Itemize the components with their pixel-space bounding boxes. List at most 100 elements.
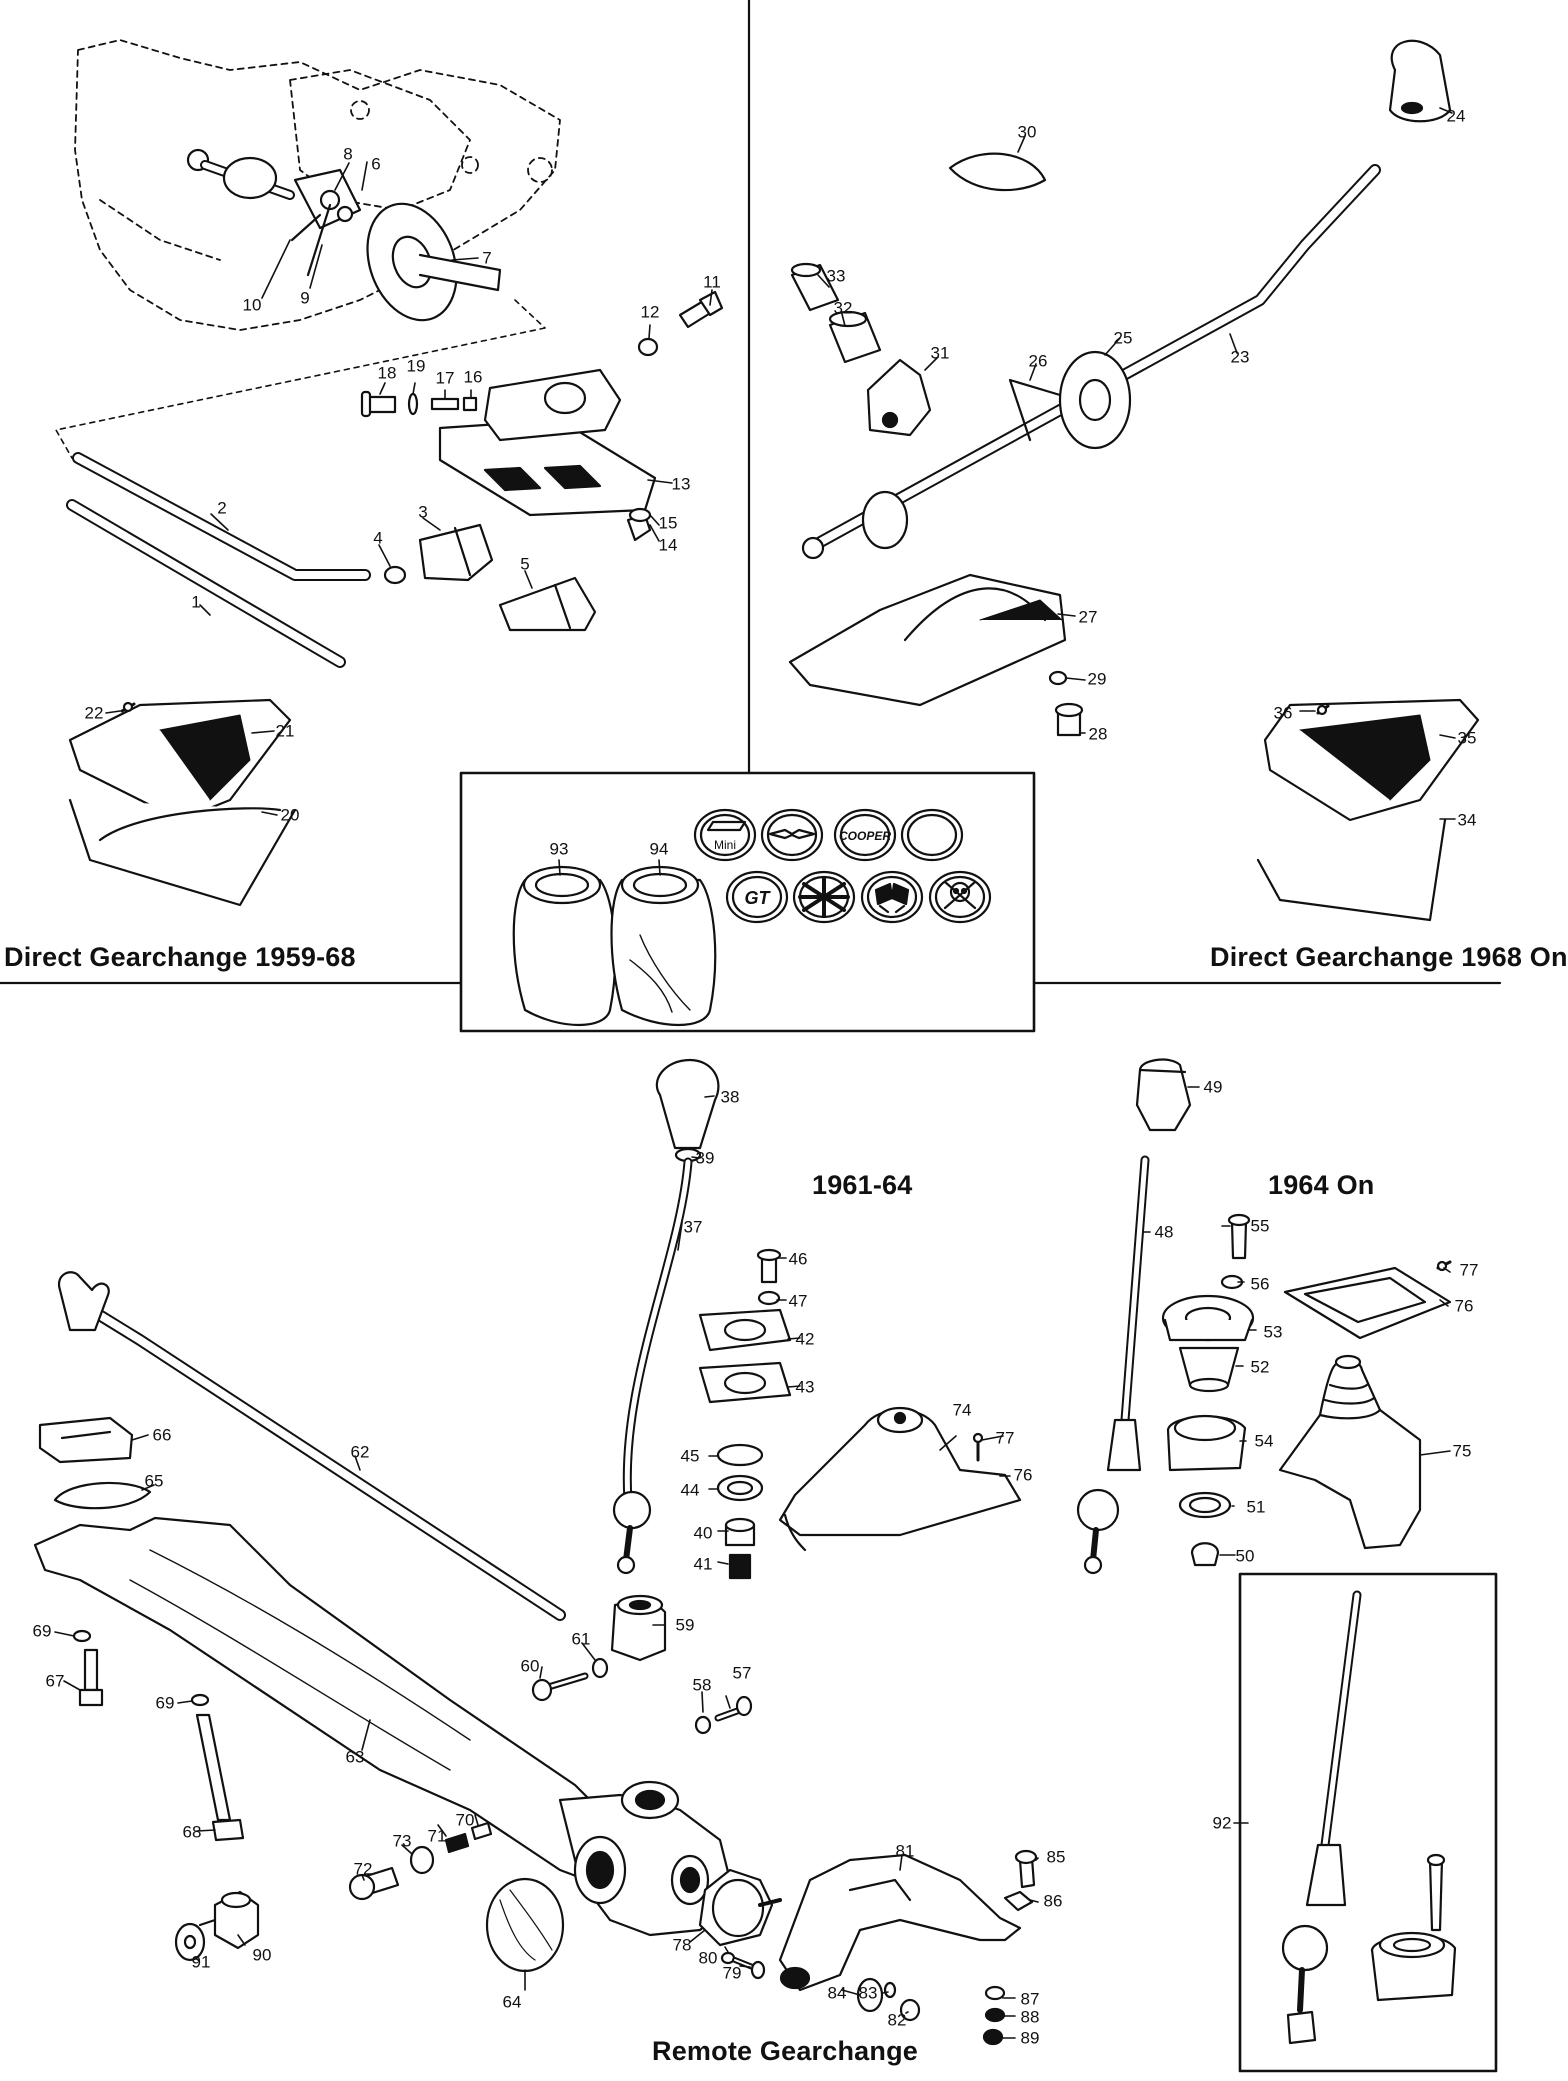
pad-65 bbox=[53, 1481, 152, 1510]
title-direct-1959-68: Direct Gearchange 1959-68 bbox=[4, 942, 356, 972]
knob-93 bbox=[512, 865, 617, 1026]
bolt-68 bbox=[195, 1713, 245, 1842]
callout-55: 55 bbox=[1250, 1216, 1270, 1236]
washer-91 bbox=[174, 1922, 206, 1962]
callout-70: 70 bbox=[455, 1810, 475, 1830]
spring-71 bbox=[444, 1832, 470, 1854]
callout-63: 63 bbox=[345, 1747, 365, 1767]
callout-39: 39 bbox=[695, 1148, 715, 1168]
callout-26: 26 bbox=[1028, 351, 1048, 371]
bolt-28 bbox=[1054, 702, 1084, 737]
callout-59: 59 bbox=[675, 1615, 695, 1635]
bush-32 bbox=[828, 310, 882, 364]
washer-61 bbox=[591, 1657, 609, 1679]
callout-43: 43 bbox=[795, 1377, 815, 1397]
callout-46: 46 bbox=[788, 1249, 808, 1269]
callout-4: 4 bbox=[373, 528, 383, 548]
callout-9: 9 bbox=[300, 288, 310, 308]
callout-31: 31 bbox=[930, 343, 950, 363]
inset-frame-92 bbox=[1238, 1572, 1498, 2073]
bolt-79 bbox=[732, 1957, 766, 1980]
badge-gt bbox=[725, 870, 789, 924]
callout-58: 58 bbox=[692, 1675, 712, 1695]
callout-78: 78 bbox=[672, 1935, 692, 1955]
callout-50: 50 bbox=[1235, 1546, 1255, 1566]
bush-92-block bbox=[1370, 1931, 1457, 2002]
washer-87 bbox=[984, 1985, 1006, 2001]
ring-45 bbox=[716, 1443, 764, 1467]
callout-8: 8 bbox=[343, 144, 353, 164]
washer-83 bbox=[883, 1981, 897, 1999]
parts-diagram: Mini COOPER GT bbox=[0, 0, 1502, 2073]
nut-4 bbox=[383, 565, 407, 585]
knob-5 bbox=[498, 576, 597, 632]
callout-61: 61 bbox=[571, 1629, 591, 1649]
nut-82 bbox=[899, 1998, 921, 2022]
knob-38 bbox=[655, 1058, 720, 1150]
callout-84: 84 bbox=[827, 1983, 847, 2003]
callout-51: 51 bbox=[1246, 1497, 1266, 1517]
gear-lever-assembly bbox=[186, 148, 502, 322]
callout-66: 66 bbox=[152, 1425, 172, 1445]
bolt-72 bbox=[348, 1866, 400, 1901]
knob-94 bbox=[610, 865, 717, 1026]
callout-20: 20 bbox=[280, 805, 300, 825]
plate-42 bbox=[698, 1308, 792, 1352]
callout-45: 45 bbox=[680, 1446, 700, 1466]
callout-76a: 76 bbox=[1013, 1465, 1033, 1485]
callout-56: 56 bbox=[1250, 1274, 1270, 1294]
callout-60: 60 bbox=[520, 1656, 540, 1676]
callout-3: 3 bbox=[418, 502, 428, 522]
cap-50 bbox=[1190, 1542, 1220, 1567]
callout-69b: 69 bbox=[155, 1693, 175, 1713]
boot-27 bbox=[788, 573, 1067, 707]
callout-77b: 77 bbox=[1459, 1260, 1479, 1280]
bolt-60 bbox=[531, 1672, 589, 1702]
pin-set-16-19 bbox=[360, 390, 478, 418]
title-remote-1961-64: 1961-64 bbox=[812, 1170, 913, 1200]
title-remote-gearchange: Remote Gearchange bbox=[652, 2036, 918, 2066]
badge-mini-car bbox=[693, 808, 757, 862]
gaiter-75 bbox=[1278, 1354, 1422, 1550]
callout-79: 79 bbox=[722, 1963, 742, 1983]
callout-65: 65 bbox=[144, 1471, 164, 1491]
callout-19: 19 bbox=[406, 356, 426, 376]
callout-12: 12 bbox=[640, 302, 660, 322]
base-plate-13 bbox=[438, 368, 657, 517]
callout-22: 22 bbox=[84, 703, 104, 723]
callout-34: 34 bbox=[1457, 810, 1477, 830]
gasket-43 bbox=[698, 1361, 792, 1404]
half-knob-30 bbox=[948, 152, 1047, 192]
washer-80 bbox=[720, 1951, 736, 1965]
callout-44: 44 bbox=[680, 1480, 700, 1500]
callout-48: 48 bbox=[1154, 1222, 1174, 1242]
clip-51 bbox=[1178, 1491, 1232, 1519]
lever-37 bbox=[612, 1157, 693, 1575]
lever-48 bbox=[1076, 1155, 1150, 1575]
callout-32: 32 bbox=[833, 298, 853, 318]
callout-41: 41 bbox=[693, 1554, 713, 1574]
badge-cooper-text: COOPER bbox=[839, 829, 891, 843]
callout-83: 83 bbox=[858, 1983, 878, 2003]
badge-checkered-flags bbox=[860, 870, 924, 924]
callout-69a: 69 bbox=[32, 1621, 52, 1641]
callout-74: 74 bbox=[952, 1400, 972, 1420]
bush-54 bbox=[1166, 1414, 1247, 1472]
callout-75: 75 bbox=[1452, 1441, 1472, 1461]
gearbox-housing-ghost bbox=[74, 39, 561, 331]
callout-38: 38 bbox=[720, 1087, 740, 1107]
badge-mini-cooper bbox=[900, 808, 964, 862]
callout-64: 64 bbox=[502, 1992, 522, 2012]
lever-62 bbox=[57, 1271, 566, 1621]
callout-67: 67 bbox=[45, 1671, 65, 1691]
lever-rod-1 bbox=[66, 499, 346, 668]
washer-29 bbox=[1048, 670, 1068, 686]
callout-49: 49 bbox=[1203, 1077, 1223, 1097]
callout-14: 14 bbox=[658, 535, 678, 555]
housing-74 bbox=[778, 1406, 1022, 1552]
title-direct-1968-on: Direct Gearchange 1968 On bbox=[1210, 942, 1568, 972]
callout-87: 87 bbox=[1020, 1989, 1040, 2009]
callout-17: 17 bbox=[435, 368, 455, 388]
washer-69a bbox=[72, 1629, 92, 1643]
callout-53: 53 bbox=[1263, 1322, 1283, 1342]
